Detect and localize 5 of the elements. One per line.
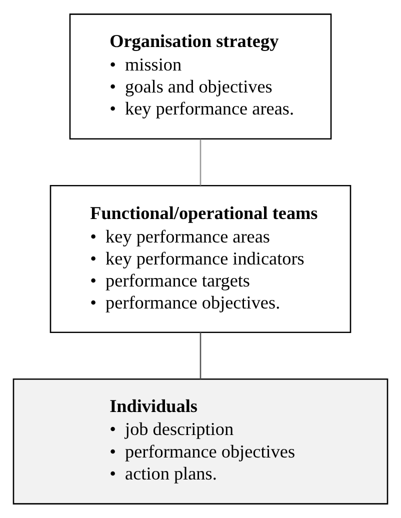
connector — [200, 139, 202, 186]
node-box: Individuals • job description • performance objectives • action plans. — [12, 378, 388, 504]
connector — [200, 332, 202, 380]
node-box: Organisation strategy • mission • goals and objectives • key performance areas. — [69, 14, 332, 140]
node-box: Functional/operational teams • key performance areas • key performance indicators • performance targets • performance objectives. — [50, 184, 352, 334]
